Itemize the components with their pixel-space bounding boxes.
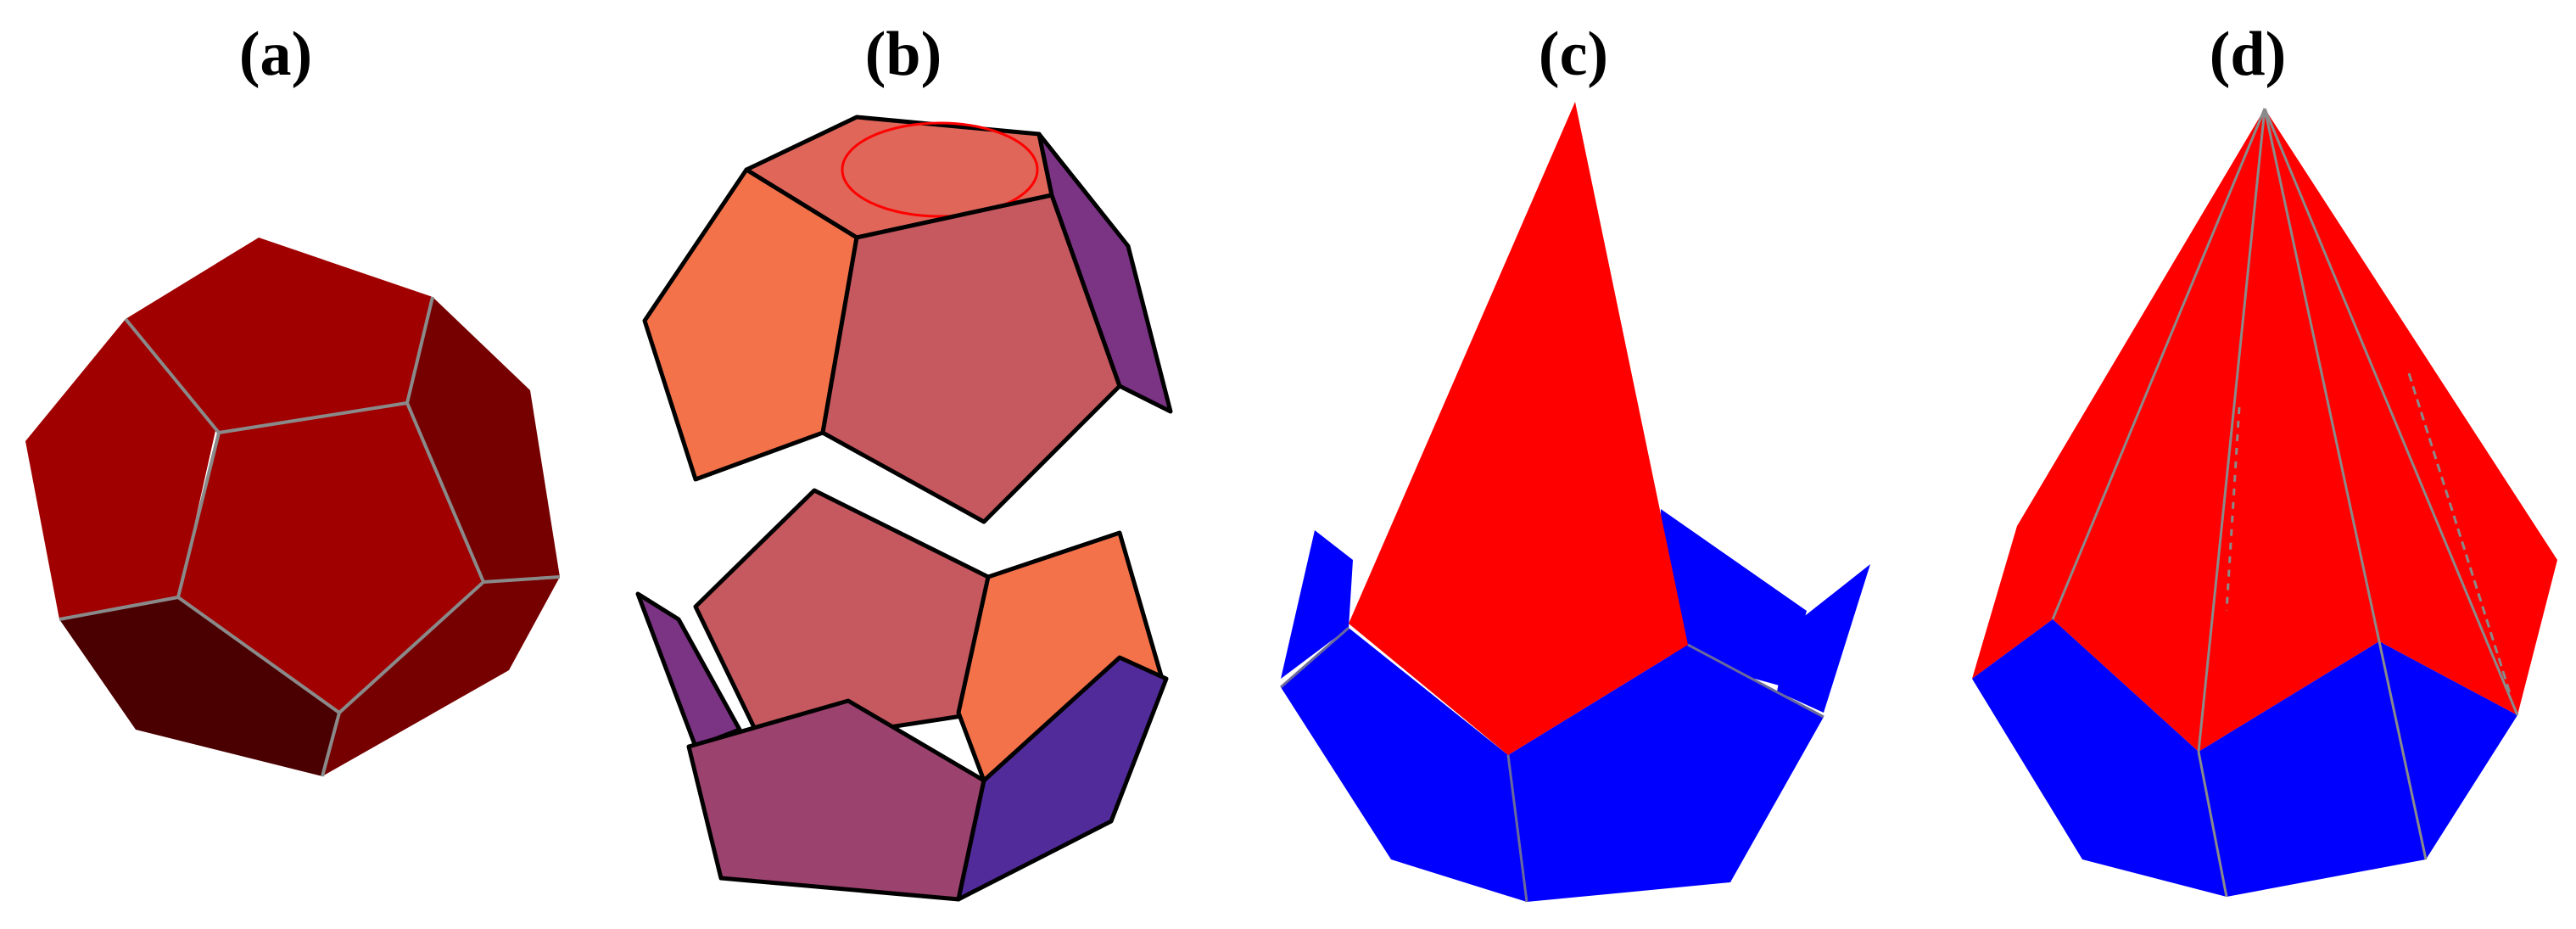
blue-base-left (1281, 628, 1527, 902)
upper-right-face (1037, 132, 1173, 414)
lower-left-face (635, 591, 742, 749)
blue-right-tall-flap (1777, 564, 1870, 713)
dodeca-face-left (25, 319, 219, 619)
red-face-left (1972, 109, 2265, 679)
pyramid-open-solid (1280, 102, 1870, 903)
dodeca-face-top (126, 238, 433, 433)
dodecahedron-solid (25, 238, 561, 777)
dodeca-edges (59, 296, 561, 777)
red-face-front-left (2053, 109, 2265, 752)
blue-back-right-flap (1661, 509, 1807, 687)
pyramid-closed-solid (1972, 108, 2557, 898)
opened-upper-half (642, 115, 1173, 524)
red-face-front-right (2199, 109, 2379, 752)
panel-label-d: (d) (2210, 20, 2286, 89)
dodeca-face-bottom-left (59, 597, 339, 776)
opened-lower-half (635, 488, 1169, 902)
dodeca-face-center (178, 403, 483, 713)
pyramid-closed-edges (2051, 108, 2519, 898)
panel-label-c: (c) (1539, 20, 1608, 89)
blue-base-closed (1972, 619, 2517, 897)
blue-back-left-flap (1281, 530, 1353, 679)
panel-label-a: (a) (239, 20, 312, 89)
blue-base-right (1508, 645, 1824, 902)
upper-front-face (820, 193, 1122, 524)
red-face-right (2265, 109, 2557, 715)
opened-dodecahedron (635, 115, 1173, 902)
panel-label-b: (b) (865, 20, 942, 89)
dodeca-face-bottom-right (322, 577, 560, 776)
lower-right-front-face (956, 655, 1169, 902)
dodeca-face-right-upper (407, 297, 560, 582)
red-pyramid (1349, 102, 1688, 755)
upper-top-circle (841, 121, 1039, 218)
pyramid-open-edges (1280, 626, 1824, 903)
